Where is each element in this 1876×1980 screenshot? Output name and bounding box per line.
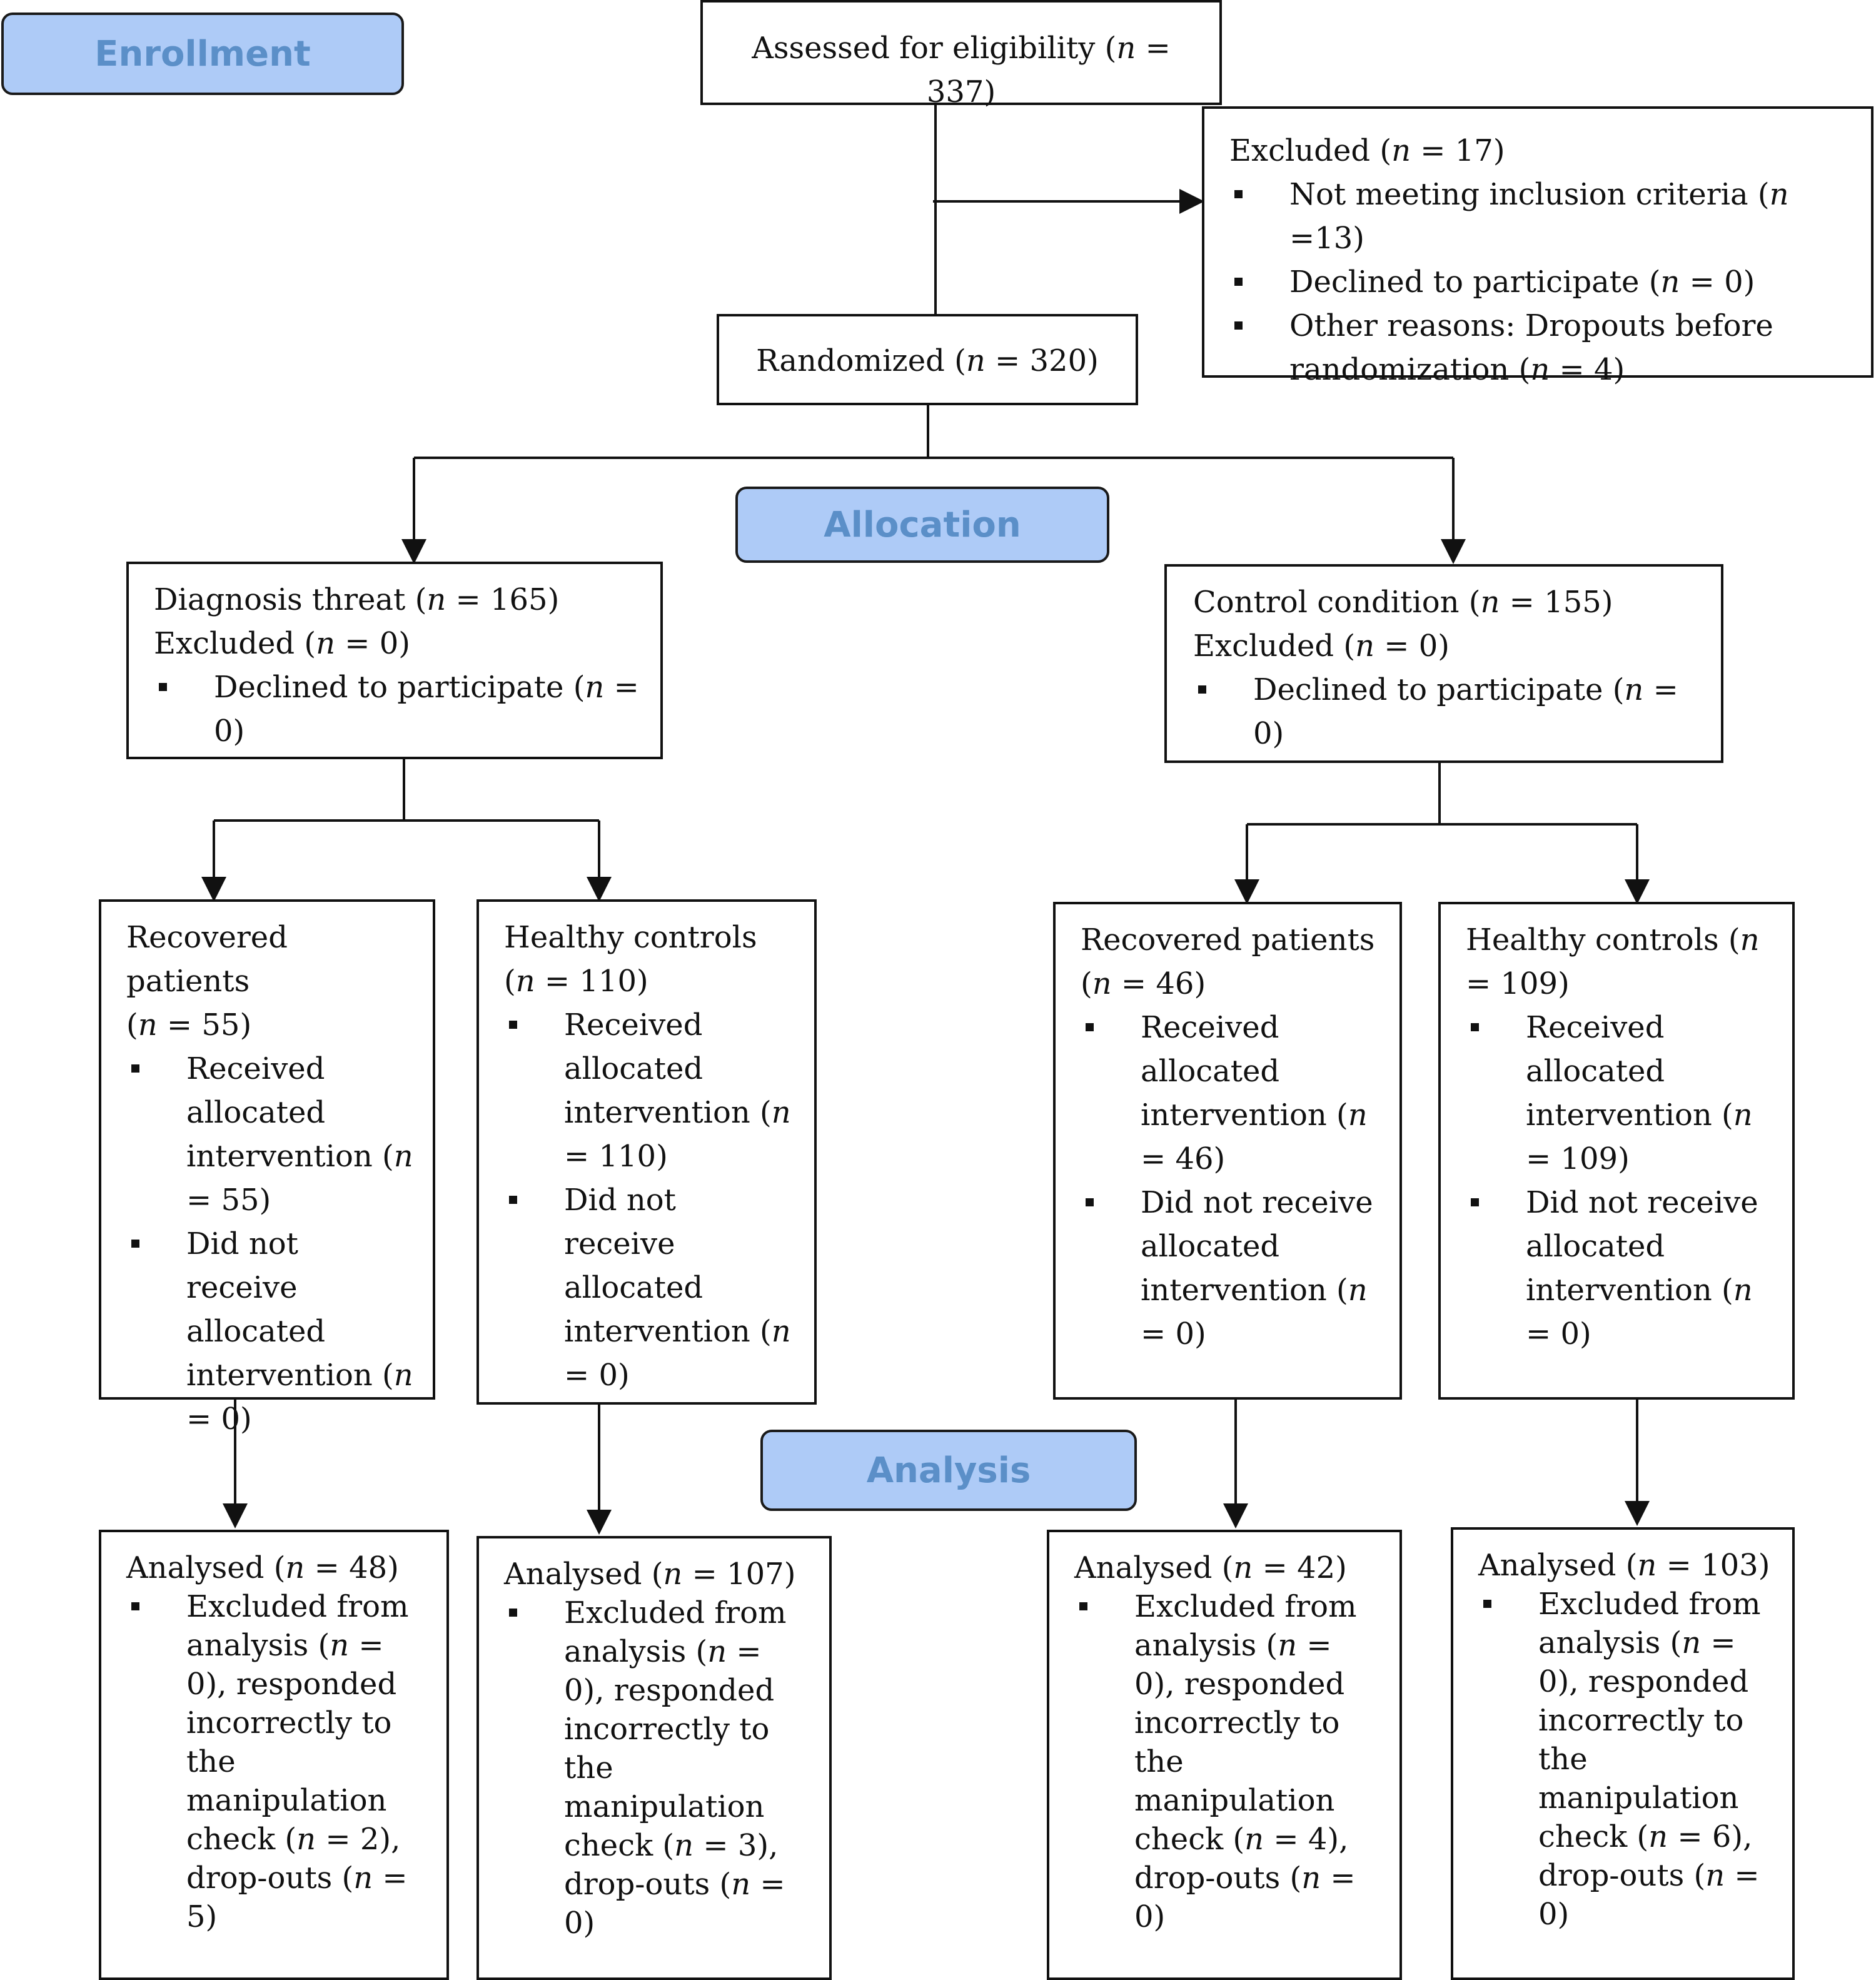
- phase-enrollment: Enrollment: [1, 13, 404, 95]
- diagnosis-title: Diagnosis threat (n = 165): [154, 582, 560, 617]
- randomized-text: Randomized (n = 320): [756, 343, 1099, 378]
- analysed-hc2-list: Excluded from analysis (n = 0), responde…: [1478, 1585, 1773, 1934]
- excluded-item-criteria: Not meeting inclusion criteria (n =13): [1229, 173, 1852, 260]
- analysed-rp2-head: Analysed (n = 42): [1074, 1550, 1347, 1585]
- control-title: Control condition (n = 155): [1193, 585, 1613, 620]
- diagnosis-declined: Declined to participate (n = 0): [154, 665, 642, 753]
- analysed-hc2-detail: Excluded from analysis (n = 0), responde…: [1478, 1585, 1773, 1934]
- analysed-rp1-head: Analysed (n = 48): [126, 1550, 399, 1585]
- recovered-patients-control-box: Recovered patients(n = 46) Received allo…: [1053, 902, 1402, 1400]
- hc2-not-received: Did not receive allocated intervention (…: [1466, 1181, 1773, 1356]
- hc1-head: Healthy controls (n = 110): [504, 920, 757, 999]
- analysed-rp1-list: Excluded from analysis (n = 0), responde…: [126, 1587, 428, 1936]
- excluded-title: Excluded (n = 17): [1229, 133, 1505, 168]
- rp1-head: Recovered patients(n = 55): [126, 920, 288, 1043]
- analysed-rp2-detail: Excluded from analysis (n = 0), responde…: [1074, 1587, 1381, 1936]
- phase-allocation: Allocation: [735, 487, 1109, 563]
- excluded-item-declined: Declined to participate (n = 0): [1229, 260, 1852, 304]
- control-list: Declined to participate (n = 0): [1193, 668, 1702, 755]
- hc1-not-received: Did not receive allocated intervention (…: [504, 1178, 795, 1397]
- randomized-box: Randomized (n = 320): [717, 314, 1138, 405]
- control-condition-box: Control condition (n = 155) Excluded (n …: [1164, 564, 1723, 763]
- analysed-rp2-list: Excluded from analysis (n = 0), responde…: [1074, 1587, 1381, 1936]
- rp1-list: Received allocated intervention (n = 55)…: [126, 1047, 414, 1441]
- healthy-controls-control-box: Healthy controls (n = 109) Received allo…: [1438, 902, 1795, 1400]
- phase-analysis-label: Analysis: [866, 1450, 1031, 1491]
- assessed-box: Assessed for eligibility (n = 337): [700, 0, 1222, 109]
- rp2-head: Recovered patients(n = 46): [1081, 922, 1375, 1001]
- rp1-not-received: Did not receive allocated intervention (…: [126, 1222, 414, 1441]
- analysed-hc2-head: Analysed (n = 103): [1478, 1548, 1770, 1583]
- phase-enrollment-label: Enrollment: [94, 33, 311, 74]
- hc2-head: Healthy controls (n = 109): [1466, 922, 1760, 1001]
- rp2-not-received: Did not receive allocated intervention (…: [1081, 1181, 1381, 1356]
- analysed-hc1-detail: Excluded from analysis (n = 0), responde…: [504, 1594, 810, 1942]
- hc1-list: Received allocated intervention (n = 110…: [504, 1003, 795, 1397]
- phase-allocation-label: Allocation: [824, 504, 1021, 545]
- rp2-received: Received allocated intervention (n = 46): [1081, 1006, 1381, 1181]
- diagnosis-excluded: Excluded (n = 0): [154, 626, 411, 661]
- hc1-received: Received allocated intervention (n = 110…: [504, 1003, 795, 1178]
- analysed-rp-diagnosis-box: Analysed (n = 48) Excluded from analysis…: [99, 1530, 449, 1980]
- control-excluded: Excluded (n = 0): [1193, 629, 1450, 664]
- assessed-text: Assessed for eligibility (n = 337): [752, 31, 1171, 109]
- diagnosis-threat-box: Diagnosis threat (n = 165) Excluded (n =…: [126, 562, 663, 759]
- diagnosis-list: Declined to participate (n = 0): [154, 665, 642, 753]
- rp1-received: Received allocated intervention (n = 55): [126, 1047, 414, 1222]
- analysed-hc-diagnosis-box: Analysed (n = 107) Excluded from analysi…: [477, 1536, 832, 1980]
- rp2-list: Received allocated intervention (n = 46)…: [1081, 1006, 1381, 1356]
- analysed-hc1-list: Excluded from analysis (n = 0), responde…: [504, 1594, 810, 1942]
- hc2-received: Received allocated intervention (n = 109…: [1466, 1006, 1773, 1181]
- excluded-list: Not meeting inclusion criteria (n =13) D…: [1229, 173, 1852, 391]
- analysed-hc-control-box: Analysed (n = 103) Excluded from analysi…: [1451, 1527, 1795, 1980]
- excluded-box: Excluded (n = 17) Not meeting inclusion …: [1202, 106, 1873, 387]
- phase-analysis: Analysis: [760, 1430, 1137, 1511]
- healthy-controls-diagnosis-box: Healthy controls (n = 110) Received allo…: [477, 899, 817, 1405]
- analysed-rp-control-box: Analysed (n = 42) Excluded from analysis…: [1047, 1530, 1402, 1980]
- recovered-patients-diagnosis-box: Recovered patients(n = 55) Received allo…: [99, 899, 435, 1437]
- control-declined: Declined to participate (n = 0): [1193, 668, 1702, 755]
- analysed-hc1-head: Analysed (n = 107): [504, 1557, 796, 1592]
- analysed-rp1-detail: Excluded from analysis (n = 0), responde…: [126, 1587, 428, 1936]
- hc2-list: Received allocated intervention (n = 109…: [1466, 1006, 1773, 1356]
